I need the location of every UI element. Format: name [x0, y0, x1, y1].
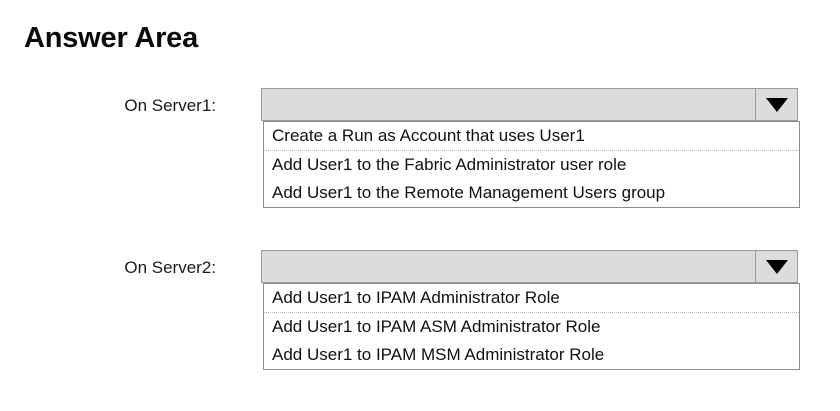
chevron-down-icon[interactable]	[755, 89, 797, 120]
chevron-down-icon[interactable]	[755, 251, 797, 282]
dropdown-server2-options[interactable]: Add User1 to IPAM Administrator Role Add…	[263, 283, 800, 370]
list-item[interactable]: Add User1 to the Remote Management Users…	[264, 179, 799, 207]
chevron-down-glyph	[765, 97, 788, 112]
dropdown-server1-options[interactable]: Create a Run as Account that uses User1 …	[263, 121, 800, 208]
list-item[interactable]: Create a Run as Account that uses User1	[264, 122, 799, 151]
dropdown-server2[interactable]	[261, 250, 798, 283]
label-on-server2: On Server2:	[124, 258, 216, 277]
label-on-server1: On Server1:	[124, 96, 216, 115]
list-item[interactable]: Add User1 to the Fabric Administrator us…	[264, 151, 799, 179]
list-item[interactable]: Add User1 to IPAM ASM Administrator Role	[264, 313, 799, 341]
chevron-down-glyph	[765, 259, 788, 274]
list-item[interactable]: Add User1 to IPAM MSM Administrator Role	[264, 341, 799, 369]
dropdown-server1[interactable]	[261, 88, 798, 121]
list-item[interactable]: Add User1 to IPAM Administrator Role	[264, 284, 799, 313]
page-title: Answer Area	[24, 22, 199, 54]
